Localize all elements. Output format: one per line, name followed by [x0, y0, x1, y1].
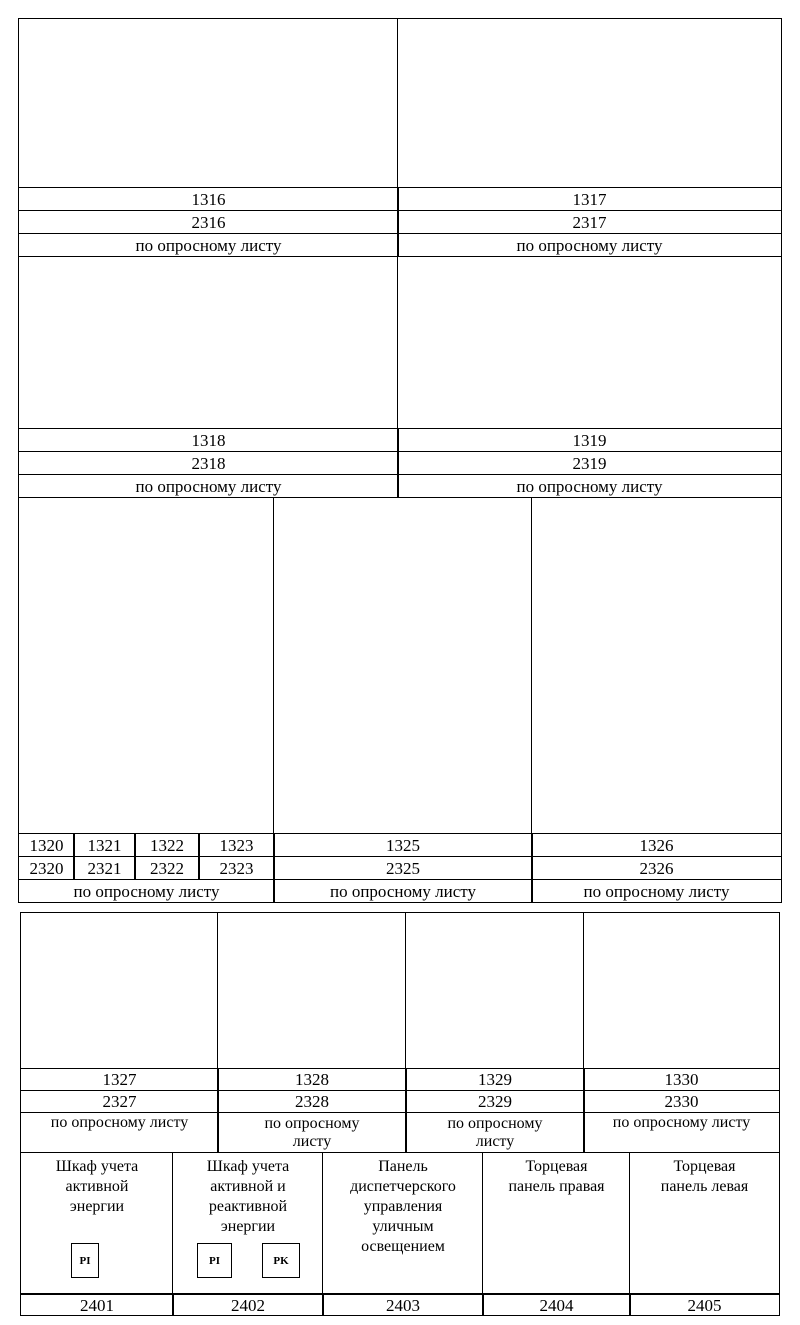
code-2330: 2330: [583, 1091, 780, 1113]
diagram-frame-1330: [583, 912, 780, 1069]
note-1328: по опросному листу: [217, 1113, 407, 1153]
code-2329: 2329: [405, 1091, 585, 1113]
note-1326: по опросному листу: [531, 880, 782, 903]
code-1326: 1326: [531, 834, 782, 857]
code-1317: 1317: [397, 188, 782, 211]
code-2328: 2328: [217, 1091, 407, 1113]
meter-box-pi: PI: [71, 1243, 99, 1278]
code-1330: 1330: [583, 1069, 780, 1091]
diagram-frame-1317: [397, 18, 782, 188]
code-1320: 1320: [18, 834, 75, 857]
cabinet-title-line: активной: [65, 1178, 129, 1195]
note-1329: по опросному листу: [405, 1113, 585, 1153]
code-2321: 2321: [73, 857, 136, 880]
code-2323: 2323: [198, 857, 275, 880]
cabinet-title-line: Шкаф учета: [206, 1158, 290, 1175]
note-1329-line1: по опросному: [447, 1114, 543, 1132]
code-2402: 2402: [172, 1294, 324, 1316]
diagram-frame-1319: [397, 257, 782, 429]
diagram-frame-1329: [405, 912, 585, 1069]
code-1328: 1328: [217, 1069, 407, 1091]
cabinet-title-line: Панель: [378, 1158, 428, 1175]
note-1328-line1: по опросному: [264, 1114, 360, 1132]
note-1318: по опросному листу: [18, 475, 399, 498]
note-1319: по опросному листу: [397, 475, 782, 498]
cabinet-title-line: Торцевая: [525, 1158, 588, 1175]
note-1316: по опросному листу: [18, 234, 399, 257]
note-1320: по опросному листу: [18, 880, 275, 903]
code-2318: 2318: [18, 452, 399, 475]
diagram-frame-1316: [18, 18, 399, 188]
note-1325: по опросному листу: [273, 880, 533, 903]
code-1318: 1318: [18, 429, 399, 452]
cabinet-title-line: Торцевая: [673, 1158, 736, 1175]
code-1319: 1319: [397, 429, 782, 452]
code-2403: 2403: [322, 1294, 484, 1316]
cabinet-title-line: управления: [363, 1198, 443, 1215]
cabinet-title-2402: Шкаф учета активной и реактивной энергии: [172, 1157, 324, 1237]
cabinet-title-line: реактивной: [208, 1198, 288, 1215]
cabinet-title-line: активной и: [210, 1178, 286, 1195]
cabinet-title-line: диспетчерского: [350, 1178, 456, 1195]
cabinet-title-line: панель правая: [508, 1178, 605, 1195]
meter-box-pi: PI: [197, 1243, 232, 1278]
code-1321: 1321: [73, 834, 136, 857]
note-1317: по опросному листу: [397, 234, 782, 257]
diagram-frame-1318: [18, 257, 399, 429]
cabinet-frame-2405: [629, 1153, 780, 1294]
code-2322: 2322: [134, 857, 200, 880]
code-1325: 1325: [273, 834, 533, 857]
code-1316: 1316: [18, 188, 399, 211]
cabinet-title-line: панель левая: [660, 1178, 749, 1195]
cabinet-title-2404: Торцевая панель правая: [482, 1157, 631, 1197]
code-2405: 2405: [629, 1294, 780, 1316]
code-2401: 2401: [20, 1294, 174, 1316]
cabinet-title-line: уличным: [372, 1218, 434, 1235]
code-1322: 1322: [134, 834, 200, 857]
cabinet-frame-2403: [322, 1153, 484, 1294]
code-2320: 2320: [18, 857, 75, 880]
cabinet-title-line: Шкаф учета: [55, 1158, 139, 1175]
note-1330: по опросному листу: [583, 1113, 780, 1153]
note-1329-line2: листу: [475, 1132, 515, 1150]
code-2326: 2326: [531, 857, 782, 880]
cabinet-title-2401: Шкаф учета активной энергии: [20, 1157, 174, 1217]
diagram-frame-1326: [531, 498, 782, 834]
cabinet-title-2403: Панель диспетчерского управления уличным…: [322, 1157, 484, 1257]
diagram-frame-1327: [20, 912, 219, 1069]
cabinet-title-2405: Торцевая панель левая: [629, 1157, 780, 1197]
code-2316: 2316: [18, 211, 399, 234]
code-1323: 1323: [198, 834, 275, 857]
code-2317: 2317: [397, 211, 782, 234]
cabinet-frame-2404: [482, 1153, 631, 1294]
cabinet-title-line: энергии: [220, 1218, 276, 1235]
code-2404: 2404: [482, 1294, 631, 1316]
diagram-frame-1325: [273, 498, 533, 834]
code-2325: 2325: [273, 857, 533, 880]
code-2327: 2327: [20, 1091, 219, 1113]
cabinet-frame-2401: [20, 1153, 174, 1294]
code-1327: 1327: [20, 1069, 219, 1091]
cabinet-title-line: энергии: [69, 1198, 125, 1215]
cabinet-frame-2402: [172, 1153, 324, 1294]
diagram-frame-1328: [217, 912, 407, 1069]
note-1328-line2: листу: [292, 1132, 332, 1150]
code-2319: 2319: [397, 452, 782, 475]
cabinet-title-line: освещением: [361, 1238, 445, 1255]
code-1329: 1329: [405, 1069, 585, 1091]
meter-box-pk: PK: [262, 1243, 300, 1278]
diagram-frame-1320: [18, 498, 275, 834]
note-1327: по опросному листу: [20, 1113, 219, 1153]
